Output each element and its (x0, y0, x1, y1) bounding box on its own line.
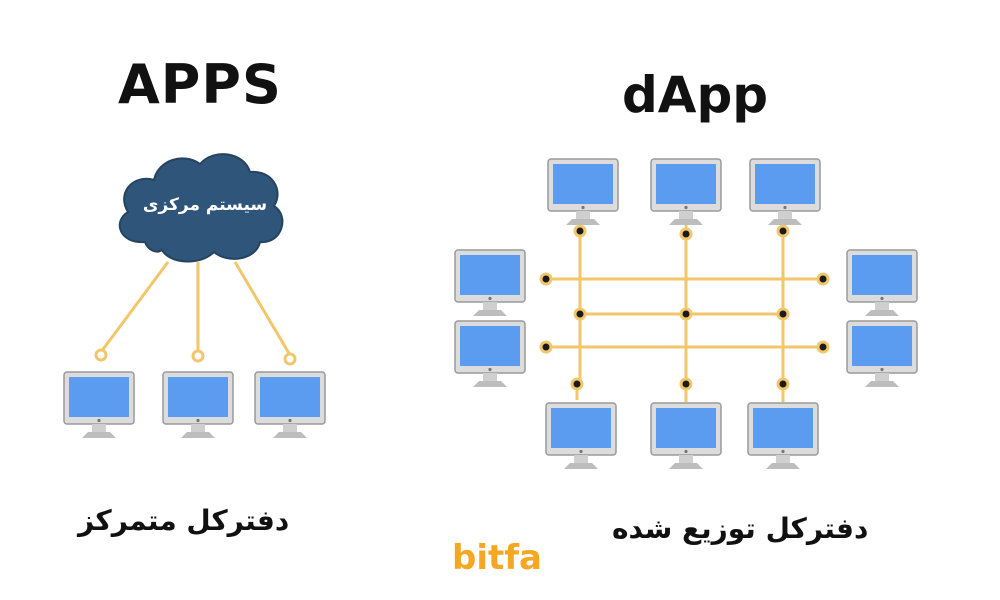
distributed-ledger-caption: دفترکل توزیع شده (612, 512, 869, 545)
brand-logo: bitfa (452, 538, 542, 578)
central-cloud (118, 153, 284, 263)
centralized-ledger-caption: دفترکل متمرکز (78, 504, 290, 537)
monitor-icon (547, 158, 619, 226)
mesh-links (546, 212, 823, 402)
monitor-icon (846, 320, 918, 388)
monitor-icon (650, 158, 722, 226)
monitor-icon (254, 371, 326, 439)
monitor-icon (749, 158, 821, 226)
central-monitors (63, 371, 326, 439)
monitor-icon (162, 371, 234, 439)
monitor-icon (545, 402, 617, 470)
central-links (99, 261, 292, 356)
monitor-icon (454, 320, 526, 388)
monitor-icon (650, 402, 722, 470)
monitor-icon (454, 249, 526, 317)
central-link-nodes (94, 348, 297, 366)
monitor-icon (747, 402, 819, 470)
dapp-title: dApp (622, 66, 769, 124)
monitor-icon (846, 249, 918, 317)
cloud-label: سیستم مرکزی (143, 195, 267, 215)
monitor-icon (63, 371, 135, 439)
mesh-nodes (539, 224, 830, 391)
apps-title: APPS (118, 53, 282, 116)
